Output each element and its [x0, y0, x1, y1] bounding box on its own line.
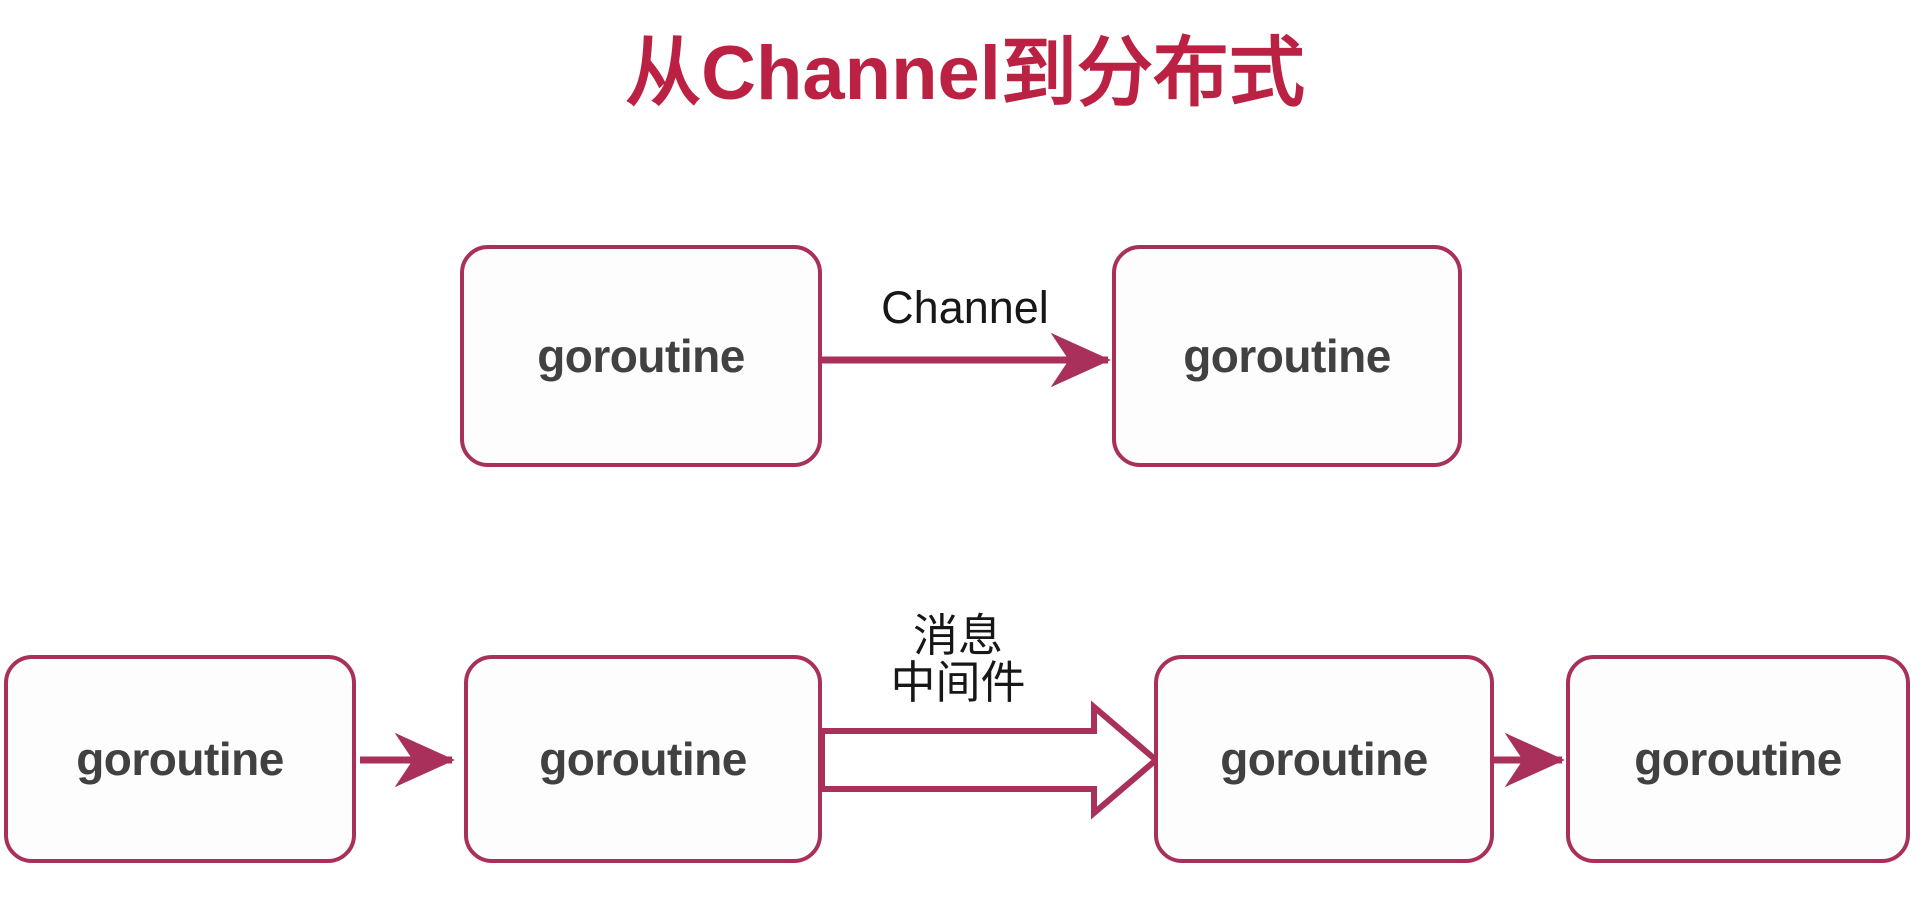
edge-label-line1: 消息 [912, 610, 1003, 661]
node-label: goroutine [539, 733, 747, 785]
edge-label-channel: Channel [881, 282, 1049, 333]
edge-label-line2: 中间件 [890, 657, 1026, 709]
node-label: goroutine [1220, 733, 1428, 785]
node-goroutine-r1c1[interactable]: goroutine [460, 245, 822, 467]
node-goroutine-r1c2[interactable]: goroutine [1112, 245, 1462, 467]
node-label: goroutine [1183, 330, 1391, 382]
edge-label-message-middleware: 消息 中间件 [822, 612, 1094, 707]
node-goroutine-r2c3[interactable]: goroutine [1154, 655, 1494, 863]
node-goroutine-r2c1[interactable]: goroutine [4, 655, 356, 863]
node-label: goroutine [537, 330, 745, 382]
row2-block-arrow [819, 700, 1161, 820]
page-title: 从Channel到分布式 [625, 31, 1305, 116]
node-goroutine-r2c2[interactable]: goroutine [464, 655, 822, 863]
node-label: goroutine [1634, 733, 1842, 785]
node-goroutine-r2c4[interactable]: goroutine [1566, 655, 1910, 863]
node-label: goroutine [76, 733, 284, 785]
